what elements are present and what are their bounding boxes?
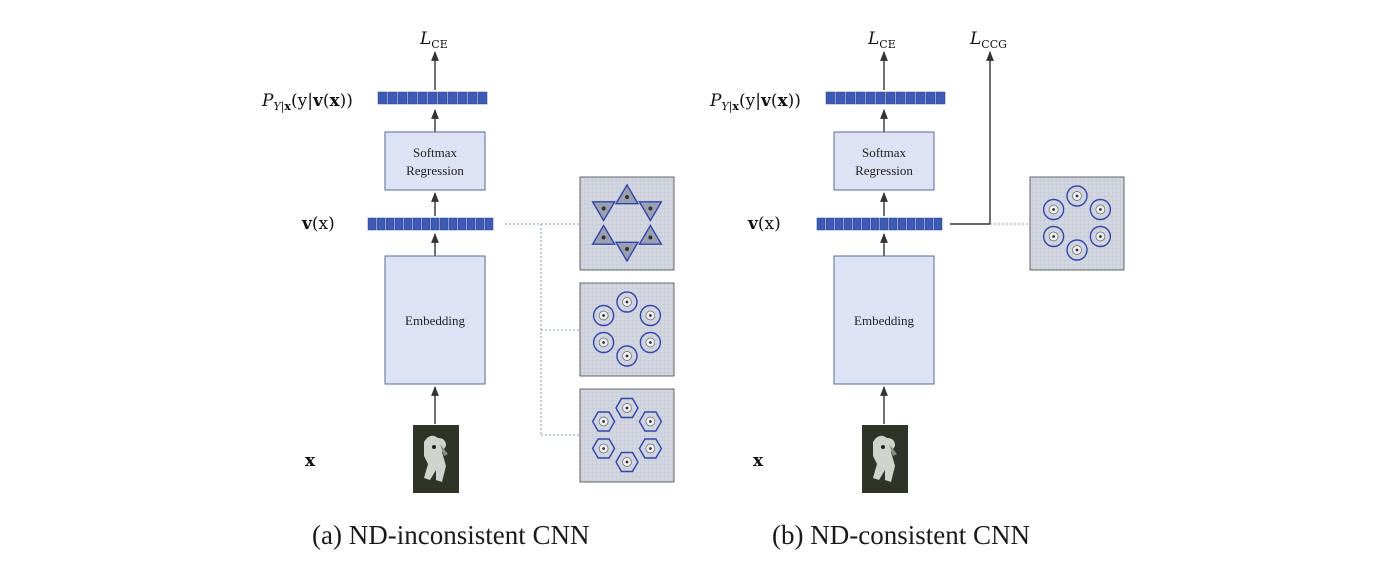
embedding-vector (816, 217, 943, 231)
dog-photo-icon (862, 425, 908, 493)
vector-cell (816, 217, 826, 231)
circle-embedding-icon (1029, 176, 1125, 271)
vector-cell (905, 91, 916, 105)
vector-cell (475, 217, 485, 231)
embedding-vector-label: v(x) (301, 214, 335, 234)
vector-cell (855, 91, 866, 105)
embedding-vector (367, 217, 494, 231)
vector-cell (421, 217, 431, 231)
softmax-regression-box (833, 131, 935, 191)
vector-cell (417, 91, 428, 105)
loss-ce-label: LCE (867, 29, 896, 51)
caption-b: (b) ND-consistent CNN (772, 520, 1030, 550)
vector-cell (861, 217, 871, 231)
input-label: x (753, 451, 764, 471)
vector-cell (879, 217, 889, 231)
embedding-box (833, 255, 935, 385)
panel-b: LCE LCCG PY|x(y|v(x)) Softmax Regression… (709, 29, 1125, 493)
vector-cell (387, 91, 398, 105)
vector-cell (906, 217, 916, 231)
input-label: x (305, 451, 316, 471)
embedding-label: Embedding (405, 313, 465, 328)
vector-cell (825, 217, 835, 231)
vector-cell (437, 91, 448, 105)
vector-cell (915, 217, 925, 231)
vector-cell (477, 91, 488, 105)
vector-cell (935, 91, 946, 105)
vector-cell (427, 91, 438, 105)
vector-cell (457, 217, 467, 231)
vector-cell (843, 217, 853, 231)
vector-cell (924, 217, 934, 231)
vector-cell (845, 91, 856, 105)
vector-cell (834, 217, 844, 231)
vector-cell (407, 91, 418, 105)
vector-cell (835, 91, 846, 105)
vector-cell (376, 217, 386, 231)
vector-cell (467, 91, 478, 105)
vector-cell (852, 217, 862, 231)
vector-cell (885, 91, 896, 105)
vector-cell (484, 217, 494, 231)
regression-label: Regression (855, 163, 913, 178)
vector-cell (430, 217, 440, 231)
panel-a: LCE PY|x(y|v(x)) Softmax Regression v(x)… (261, 29, 675, 493)
arrow-to-ccg-loss (950, 51, 994, 225)
vector-cell (367, 217, 377, 231)
vector-cell (412, 217, 422, 231)
dog-photo-icon (413, 425, 459, 493)
loss-ccg-label: LCCG (969, 29, 1007, 51)
vector-cell (825, 91, 836, 105)
vector-cell (865, 91, 876, 105)
vector-cell (394, 217, 404, 231)
triangle-embedding-icon (579, 176, 675, 271)
embedding-vector-label: v(x) (747, 214, 781, 234)
probability-vector (377, 91, 488, 105)
caption-a: (a) ND-inconsistent CNN (312, 520, 590, 550)
vector-cell (403, 217, 413, 231)
vector-cell (895, 91, 906, 105)
hexagon-embedding-icon (579, 388, 675, 483)
vector-cell (933, 217, 943, 231)
vector-cell (385, 217, 395, 231)
vector-cell (875, 91, 886, 105)
vector-cell (925, 91, 936, 105)
vector-cell (397, 91, 408, 105)
vector-cell (888, 217, 898, 231)
vector-cell (448, 217, 458, 231)
embedding-box (384, 255, 486, 385)
vector-cell (377, 91, 388, 105)
vector-cell (447, 91, 458, 105)
probability-vector (825, 91, 946, 105)
loss-ce-label: LCE (419, 29, 448, 51)
vector-cell (457, 91, 468, 105)
softmax-label: Softmax (862, 145, 907, 160)
circle-embedding-icon (579, 282, 675, 377)
vector-cell (439, 217, 449, 231)
vector-cell (897, 217, 907, 231)
vector-cell (915, 91, 926, 105)
probability-label: PY|x(y|v(x)) (709, 91, 801, 114)
probability-label: PY|x(y|v(x)) (261, 91, 353, 114)
embedding-label: Embedding (854, 313, 914, 328)
vector-cell (466, 217, 476, 231)
softmax-regression-box (384, 131, 486, 191)
cluster-connectors (505, 223, 580, 436)
softmax-label: Softmax (413, 145, 458, 160)
vector-cell (870, 217, 880, 231)
regression-label: Regression (406, 163, 464, 178)
